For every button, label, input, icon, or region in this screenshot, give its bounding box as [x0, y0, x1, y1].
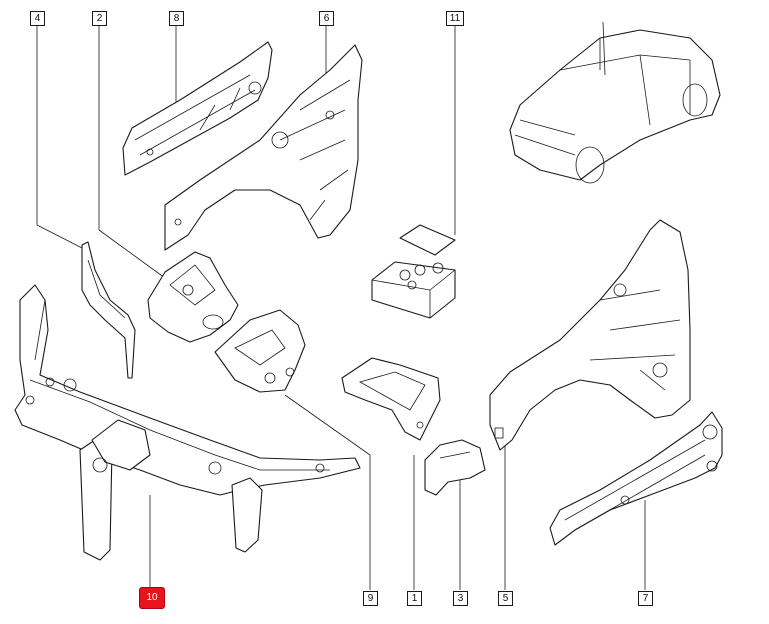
callout-7[interactable]: 7 [638, 591, 653, 606]
callout-4[interactable]: 4 [30, 11, 45, 26]
part-9-support-bracket [214, 309, 306, 393]
leader-2 [98, 25, 166, 279]
callout-11[interactable]: 11 [446, 11, 464, 26]
car-thumbnail [509, 21, 721, 184]
leader-9 [284, 394, 371, 590]
part-2-bracket [147, 251, 239, 343]
part-11-fastener-kit [371, 224, 456, 319]
callout-10-selected[interactable]: 10 [139, 587, 165, 609]
part-1-center-bracket [341, 357, 441, 441]
callout-2[interactable]: 2 [92, 11, 107, 26]
callout-9[interactable]: 9 [363, 591, 378, 606]
part-10-front-crossmember [14, 284, 361, 561]
callout-3[interactable]: 3 [453, 591, 468, 606]
callout-1[interactable]: 1 [407, 591, 422, 606]
callout-6[interactable]: 6 [319, 11, 334, 26]
part-3-small-bracket [424, 439, 486, 496]
part-7-lower-rail [549, 411, 723, 546]
part-4-side-panel [81, 241, 136, 379]
leader-lines [36, 25, 646, 590]
part-8-upper-rail [122, 41, 273, 176]
callout-8[interactable]: 8 [169, 11, 184, 26]
callout-5[interactable]: 5 [498, 591, 513, 606]
part-5-right-wing-apron [489, 219, 691, 451]
leader-4 [36, 25, 83, 249]
part-6-left-wing-apron [164, 44, 363, 251]
